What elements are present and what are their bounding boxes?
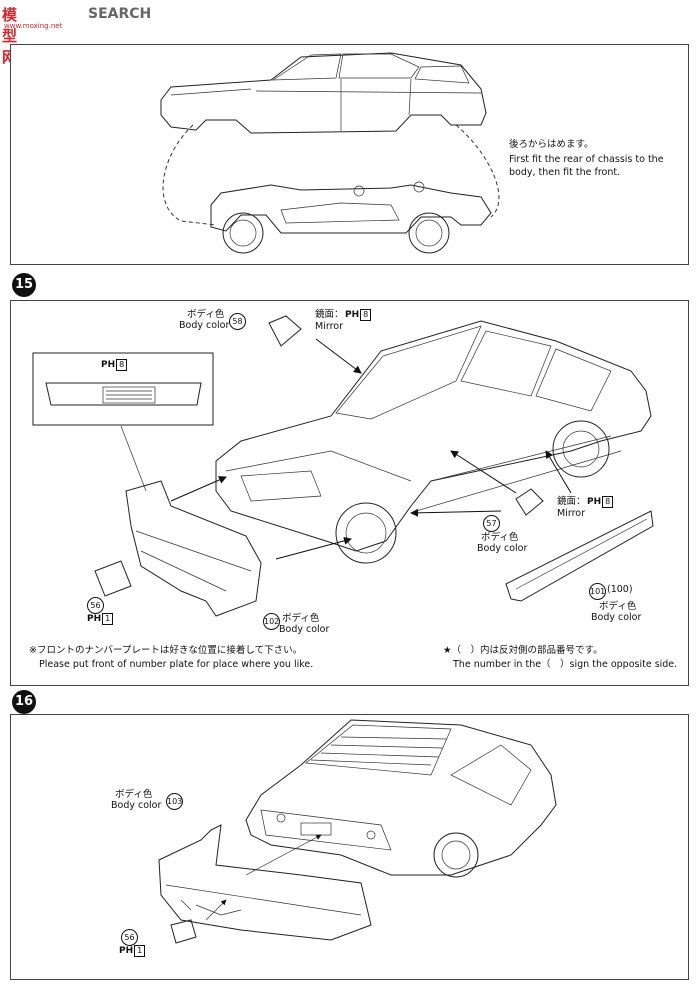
part-number-100-value: 100 [610,584,629,595]
label-58-body-color-en: Body color [179,320,230,331]
logo-tagline: SEARCH [88,6,152,22]
label-102-body-color-en: Body color [279,624,330,635]
chassis-fit-illustration [160,52,500,254]
fit-note-en-1: First fit the rear of chassis to the [509,154,664,165]
label-57-body-color-en: Body color [477,543,528,554]
paint-code-ph: PH [345,310,360,320]
label-mirror-side-jp: 鏡面： [557,496,586,507]
step-panel-chassis: 後ろからはめます。 First fit the rear of chassis … [10,44,689,265]
part-number-100: (100) [607,584,633,595]
logo-url: www.moxing.net [4,22,63,30]
label-102-body-color-jp: ボディ色 [282,613,320,624]
part-number-56: 56 [87,597,104,614]
step-number-16: 16 [12,690,36,714]
paint-code-ph: PH [87,614,102,624]
part-number-56-rear: 56 [121,929,138,946]
paint-code-ph: PH [587,497,602,507]
plate-note-jp: ※フロントのナンバープレートは好きな位置に接着して下さい。 [29,645,303,656]
label-103-body-color-en: Body color [111,800,162,811]
label-57-body-color-jp: ボディ色 [481,532,519,543]
paint-code-ph: PH [101,360,116,370]
label-mirror-side-en: Mirror [557,508,585,519]
part-number-58: 58 [229,313,246,330]
plate-note-en: Please put front of number plate for pla… [39,659,314,670]
paint-number-1: 1 [102,613,114,625]
paint-number-8: 8 [602,496,614,508]
step-number-15: 15 [12,273,36,297]
opposite-side-note-en: The number in the（ ）sign the opposite si… [453,659,678,670]
part-number-102: 102 [263,613,280,630]
label-103-body-color-jp: ボディ色 [115,789,153,800]
part-number-103: 103 [166,793,183,810]
opposite-side-note-jp: ★（ ）内は反対側の部品番号です。 [443,645,603,656]
paint-number-8: 8 [360,309,372,321]
paint-number-1: 1 [134,945,146,957]
part-number-101: 101 [589,583,606,600]
label-58-body-color-jp: ボディ色 [187,309,225,320]
label-mirror-top-en: Mirror [315,321,343,332]
label-101-body-color-jp: ボディ色 [599,601,637,612]
part-number-57: 57 [483,515,500,532]
paint-code-ph: PH [119,946,134,956]
fit-note-en-2: body, then fit the front. [509,167,621,178]
fit-note-jp: 後ろからはめます。 [509,139,594,150]
paint-number-8: 8 [116,359,128,371]
label-mirror-top-jp: 鏡面： [315,309,344,320]
label-101-body-color-en: Body color [591,612,642,623]
body-kit-illustration [32,315,654,617]
rear-bumper-illustration [158,719,557,944]
